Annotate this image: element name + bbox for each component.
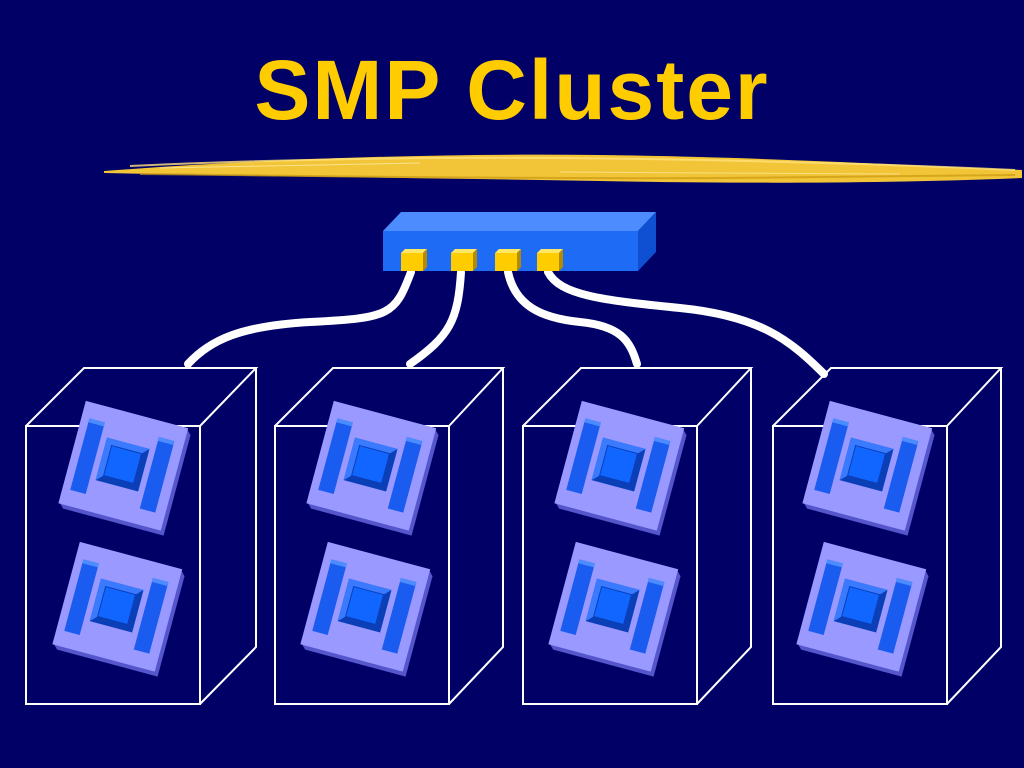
smp-node-2 [274,367,506,705]
smp-node-3 [522,367,754,705]
processor-2-2 [299,541,435,677]
network-switch [383,212,656,271]
switch-side-face [638,212,656,271]
switch-top-face [383,212,656,231]
smp-node-4 [772,367,1004,705]
cable-1 [184,268,415,368]
switch-port-4 [537,249,563,271]
switch-ports [401,249,563,271]
cable-2 [406,268,465,368]
switch-port-3 [495,249,521,271]
processor-2-1 [305,400,441,536]
switch-port-2 [451,249,477,271]
smp-node-1 [25,367,259,705]
processor-1-2 [51,541,187,677]
switch-port-1 [401,249,427,271]
processor-4-1 [801,400,937,536]
cable-3 [504,268,641,368]
processor-3-2 [547,541,683,677]
processor-3-1 [553,400,689,536]
cable-4 [544,268,828,378]
title-underline-brush [104,154,1022,183]
slide-title: SMP Cluster [254,43,770,137]
network-cables [184,268,828,378]
processor-1-1 [57,400,193,536]
processor-4-2 [795,541,931,677]
